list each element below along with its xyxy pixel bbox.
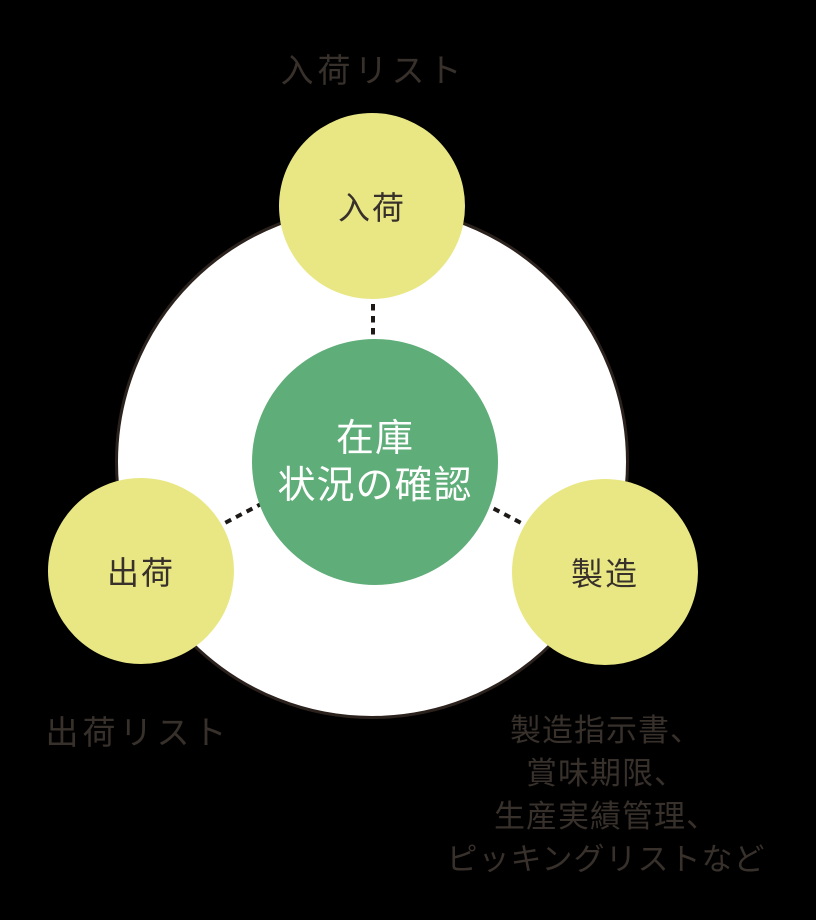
- annotation-receiving-list: 入荷リスト: [280, 51, 466, 90]
- node-circle-shipping: 出荷: [48, 478, 234, 664]
- center-circle-inventory-status: 在庫 状況の確認: [252, 339, 498, 585]
- node-label-receiving: 入荷: [337, 189, 406, 227]
- center-label-line1: 在庫: [335, 416, 414, 460]
- connector-shipping-dashed-line: [220, 501, 264, 527]
- node-circle-receiving: 入荷: [279, 113, 465, 299]
- annotation-manufacturing-line1: 製造指示書、: [510, 713, 702, 749]
- annotation-manufacturing-line3: 生産実績管理、: [494, 799, 718, 835]
- annotation-shipping-list: 出荷リスト: [45, 713, 231, 752]
- connector-manufacturing-dashed-line: [482, 501, 526, 527]
- node-label-shipping: 出荷: [106, 554, 175, 592]
- node-circle-manufacturing: 製造: [512, 479, 698, 665]
- node-label-manufacturing: 製造: [570, 555, 639, 593]
- annotation-manufacturing-line4: ピッキングリストなど: [446, 842, 766, 878]
- annotation-manufacturing-line2: 賞味期限、: [526, 756, 686, 792]
- center-label-line2: 状況の確認: [277, 463, 473, 507]
- annotation-manufacturing-details: 製造指示書、 賞味期限、 生産実績管理、 ピッキングリストなど: [404, 710, 808, 882]
